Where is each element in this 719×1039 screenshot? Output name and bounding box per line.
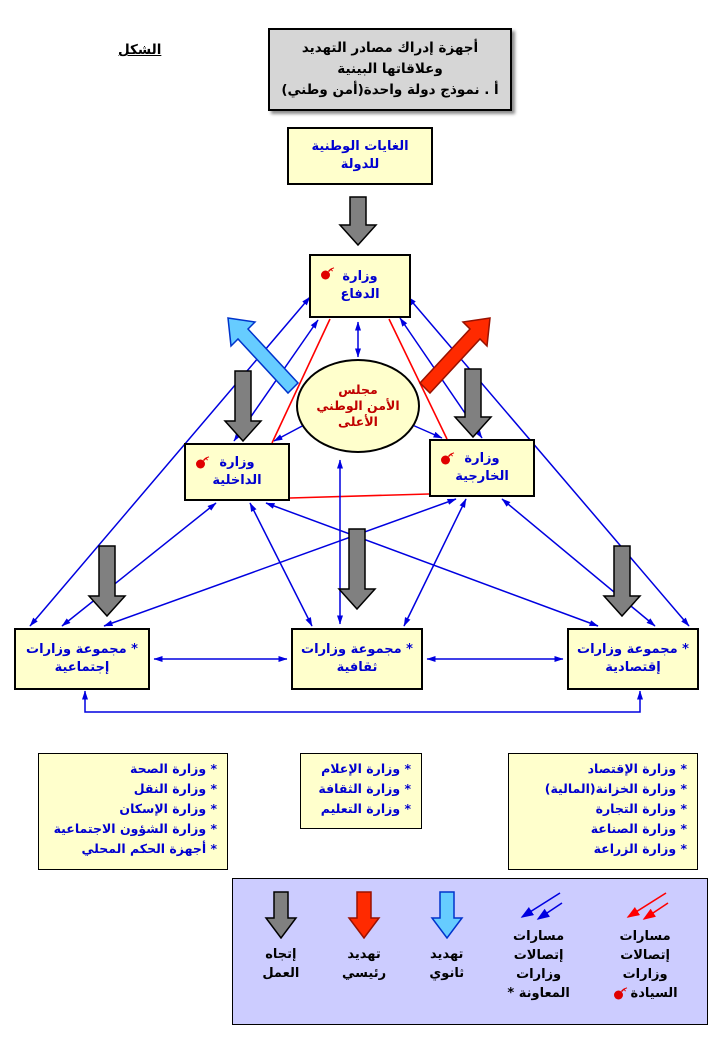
work-direction-arrow-to-economic-group xyxy=(602,545,642,618)
work-direction-arrow-to-interior xyxy=(223,370,263,443)
bomb-icon xyxy=(321,267,335,280)
list-item: * وزارة الصحة xyxy=(130,761,217,776)
cultural-group-line-1: * مجموعة وزارات xyxy=(301,642,413,658)
work-direction-arrow-to-social-group xyxy=(87,545,127,618)
list-item: * وزارة الصناعة xyxy=(590,821,687,836)
economic-ministries-group-box: * مجموعة وزارات إقتصادية xyxy=(567,628,699,690)
council-line-1: مجلس xyxy=(338,381,378,397)
social-group-line-2: إجتماعية xyxy=(54,660,110,675)
social-ministries-list-box: * وزارة الصحة * وزارة النقل * وزارة الإس… xyxy=(38,753,228,870)
economic-ministries-list-box: * وزارة الإقتصاد * وزارة الخزانة(المالية… xyxy=(508,753,698,870)
council-line-3: الأعلى xyxy=(338,414,378,430)
legend-item-main-threat: تهديد رئيسي xyxy=(342,891,386,984)
list-item: * أجهزة الحكم المحلي xyxy=(81,841,217,856)
legend-item-sovereign-paths: مسارات إتصالات وزارات السيادة xyxy=(613,891,678,1003)
social-group-line-1: * مجموعة وزارات xyxy=(26,642,138,658)
legend-label: إتجاه xyxy=(265,947,297,962)
cultural-ministries-list-box: * وزارة الإعلام * وزارة الثقافة * وزارة … xyxy=(300,753,422,829)
legend-label: العمل xyxy=(262,965,300,981)
legend-item-secondary-threat: تهديد ثانوي xyxy=(429,891,465,984)
list-item: * وزارة النقل xyxy=(133,781,217,796)
sovereign-paths-icon xyxy=(626,892,669,920)
list-item: * وزارة التجارة xyxy=(595,801,687,816)
list-item: * وزارة الإسكان xyxy=(119,801,217,816)
work-direction-arrow-to-foreign xyxy=(453,368,493,439)
legend-label: رئيسي xyxy=(342,965,387,981)
title-box: أجهزة إدراك مصادر التهديد وعلاقاتها البي… xyxy=(268,28,512,111)
foreign-line-1: وزارة xyxy=(464,451,500,467)
title-line-2: وعلاقاتها البينية xyxy=(337,60,443,77)
foreign-line-2: الخارجية xyxy=(455,469,509,484)
goals-line-2: للدولة xyxy=(340,157,380,172)
council-line-2: الأمن الوطني xyxy=(316,397,400,413)
list-item: * وزارة الخزانة(المالية) xyxy=(544,781,687,796)
list-item: * وزارة الثقافة xyxy=(318,781,411,796)
title-line-3: أ . نموذج دولة واحدة(أمن وطني) xyxy=(281,81,499,98)
legend-item-aux-paths: مسارات إتصالات وزارات المعاونة * xyxy=(507,891,570,1003)
economic-group-line-1: * مجموعة وزارات xyxy=(577,642,689,658)
legend-label: وزارات xyxy=(516,966,562,982)
legend-label: تهديد xyxy=(430,947,464,962)
legend-label: المعاونة * xyxy=(507,985,570,1001)
legend-label: وزارات xyxy=(622,966,668,982)
ministry-foreign-box: وزارة الخارجية xyxy=(429,439,535,497)
legend-label: تهديد xyxy=(347,947,381,962)
work-direction-arrow-icon xyxy=(264,891,298,939)
list-item: * وزارة الإقتصاد xyxy=(587,761,687,776)
cultural-group-line-2: ثقافية xyxy=(336,660,378,675)
list-item: * وزارة الشؤون الاجتماعية xyxy=(53,821,217,836)
list-item: * وزارة الزراعة xyxy=(593,841,687,856)
legend-label: إتصالات xyxy=(620,947,670,963)
legend-item-work-direction: إتجاه العمل xyxy=(262,891,299,984)
ministry-defense-box: وزارة الدفاع xyxy=(309,254,411,318)
ministry-interior-box: وزارة الداخلية xyxy=(184,443,290,501)
list-item: * وزارة التعليم xyxy=(320,801,411,816)
bomb-icon xyxy=(441,452,455,465)
figure-label: الشكل xyxy=(118,42,162,58)
bomb-icon xyxy=(196,456,210,469)
work-direction-arrow-goals-to-defense xyxy=(338,196,378,247)
national-security-council-ellipse: مجلس الأمن الوطني الأعلى xyxy=(296,359,420,453)
national-goals-box: الغايات الوطنية للدولة xyxy=(287,127,433,185)
social-ministries-group-box: * مجموعة وزارات إجتماعية xyxy=(14,628,150,690)
legend-label: ثانوي xyxy=(429,965,465,981)
goals-line-1: الغايات الوطنية xyxy=(311,139,409,155)
economic-group-line-2: إقتصادية xyxy=(605,660,661,675)
interior-line-1: وزارة xyxy=(219,455,255,471)
legend-label: السيادة xyxy=(630,985,678,1001)
bomb-icon xyxy=(613,987,627,1000)
legend-label: مسارات xyxy=(619,929,671,944)
title-line-1: أجهزة إدراك مصادر التهديد xyxy=(301,40,479,56)
interior-line-2: الداخلية xyxy=(212,473,262,488)
legend-box: إتجاه العمل تهديد رئيسي تهديد ثانوي xyxy=(232,878,708,1025)
defense-line-1: وزارة xyxy=(342,269,378,285)
legend-label: مسارات xyxy=(513,929,565,944)
main-threat-arrow-icon xyxy=(347,891,381,939)
secondary-threat-arrow-icon xyxy=(430,891,464,939)
work-direction-arrow-to-cultural-group xyxy=(337,528,377,611)
legend-label: إتصالات xyxy=(513,947,564,963)
aux-paths-icon xyxy=(520,892,563,920)
list-item: * وزارة الإعلام xyxy=(321,761,411,776)
secondary-threat-arrow xyxy=(227,317,300,395)
main-threat-arrow xyxy=(418,317,491,395)
cultural-ministries-group-box: * مجموعة وزارات ثقافية xyxy=(291,628,423,690)
defense-line-2: الدفاع xyxy=(340,287,380,302)
